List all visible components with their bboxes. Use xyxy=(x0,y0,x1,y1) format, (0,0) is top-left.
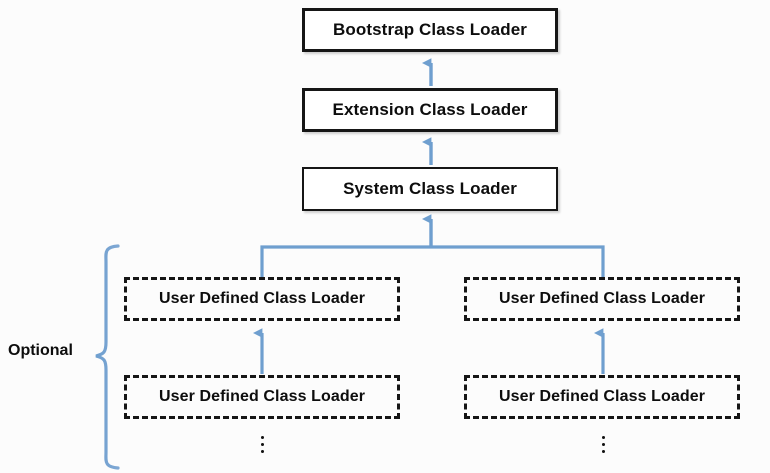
node-label-user-right-top: User Defined Class Loader xyxy=(498,290,706,307)
node-label-user-right-bottom: User Defined Class Loader xyxy=(498,388,706,405)
node-bootstrap-class-loader[interactable]: Bootstrap Class Loader xyxy=(302,8,558,52)
node-user-defined-class-loader-right-top[interactable]: User Defined Class Loader xyxy=(464,277,740,321)
node-extension-class-loader[interactable]: Extension Class Loader xyxy=(302,88,558,132)
node-label-user-left-top: User Defined Class Loader xyxy=(158,290,366,307)
node-label-user-left-bottom: User Defined Class Loader xyxy=(158,388,366,405)
node-label-bootstrap: Bootstrap Class Loader xyxy=(333,20,527,39)
node-user-defined-class-loader-right-bottom[interactable]: User Defined Class Loader xyxy=(464,375,740,419)
node-system-class-loader[interactable]: System Class Loader xyxy=(302,167,558,211)
optional-label: Optional xyxy=(8,342,73,359)
node-label-extension: Extension Class Loader xyxy=(332,100,528,119)
optional-brace xyxy=(95,244,120,470)
node-user-defined-class-loader-left-bottom[interactable]: User Defined Class Loader xyxy=(124,375,400,419)
node-user-defined-class-loader-left-top[interactable]: User Defined Class Loader xyxy=(124,277,400,321)
ellipsis-right-icon xyxy=(593,432,613,453)
arrow-userloaders-to-system xyxy=(260,214,605,277)
node-label-system: System Class Loader xyxy=(343,179,517,198)
ellipsis-left-icon xyxy=(252,432,272,453)
